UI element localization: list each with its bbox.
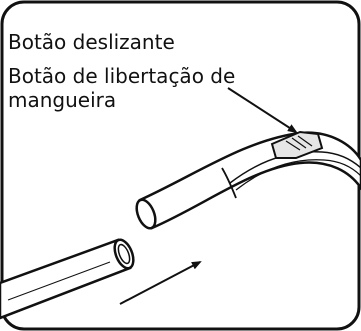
handle-open-end bbox=[135, 198, 157, 230]
wand-tube bbox=[0, 238, 135, 320]
insert-direction-arrow-icon bbox=[119, 261, 202, 305]
hose-handle bbox=[135, 131, 361, 230]
handle-grip-line bbox=[229, 151, 361, 184]
slide-button-label: Botão deslizante bbox=[8, 30, 175, 54]
hose-release-button bbox=[270, 130, 324, 159]
hose-release-label-line2: mangueira bbox=[8, 88, 117, 112]
hose-release-label-line1: Botão de libertação de bbox=[8, 64, 236, 88]
leader-arrow-icon bbox=[227, 87, 298, 134]
handle-grip-line bbox=[235, 159, 361, 191]
handle-collar-line bbox=[221, 167, 237, 199]
